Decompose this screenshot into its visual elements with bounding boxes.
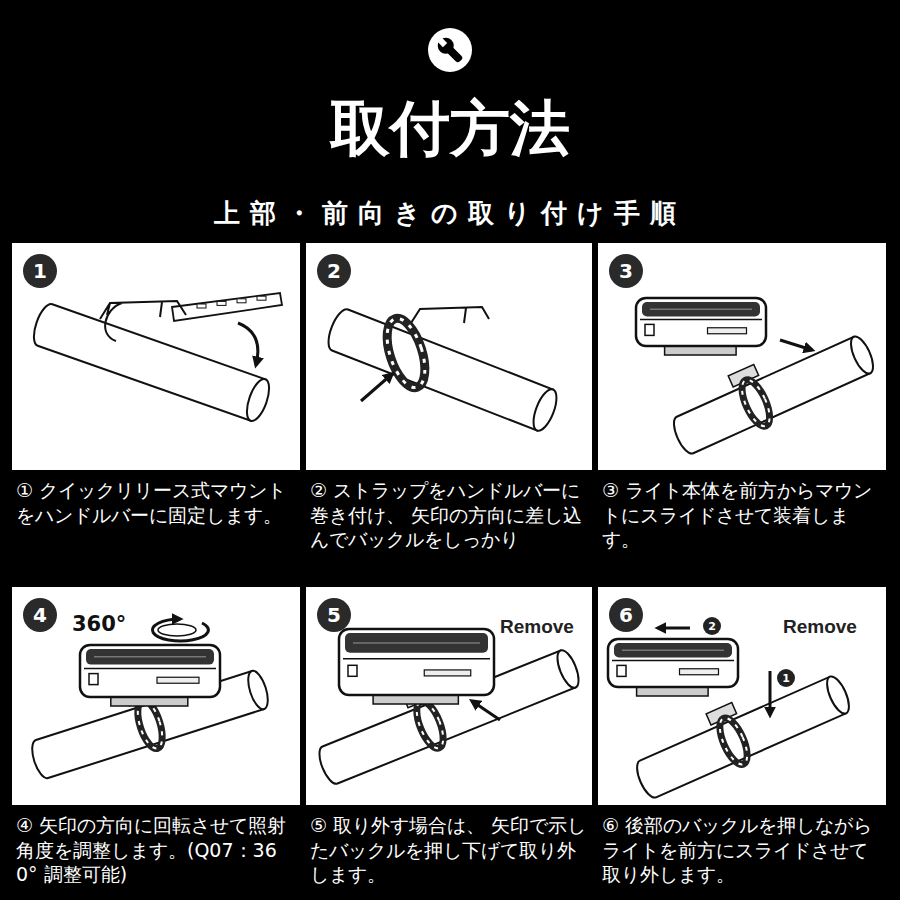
step-caption: ③ ライト本体を前方からマウントにスライドさせて装着します。 — [602, 478, 882, 552]
step-caption: ⑤ 取り外す場合は、 矢印で示したバックルを押し下げて取り外します。 — [310, 813, 588, 887]
rotation-arrow — [152, 619, 208, 641]
quick-mount — [411, 307, 489, 323]
direction-arrow — [780, 340, 812, 350]
direction-arrow — [658, 627, 690, 630]
step-number: 3 — [619, 261, 633, 281]
panel-ground — [12, 587, 300, 805]
step-badge — [609, 254, 643, 288]
mount-ring — [728, 364, 779, 431]
panel-art — [23, 598, 273, 785]
step-caption: ② ストラップをハンドルバーに巻き付け、 矢印の方向に差し込んでバックルをしっか… — [310, 478, 588, 552]
callout-marker — [777, 669, 795, 687]
direction-arrow — [238, 323, 258, 365]
direction-arrow — [361, 374, 392, 401]
callout-number: 2 — [708, 621, 716, 632]
step-badge — [23, 598, 57, 632]
bike-light — [608, 639, 738, 696]
step-caption: ⑥ 後部のバックルを押しながらライトを前方にスライドさせて取り外します。 — [602, 813, 882, 887]
remove-label: Remove — [783, 617, 857, 636]
panel-art — [23, 254, 282, 424]
step-number: 6 — [619, 605, 633, 625]
panel-ground — [598, 243, 886, 470]
wrench-icon — [428, 28, 472, 72]
step-caption: ④ 矢印の方向に回転させて照射角度を調整します。(Q07：360° 調整可能) — [16, 813, 296, 887]
step-badge — [317, 254, 351, 288]
strap — [172, 293, 282, 321]
panel-ground — [306, 587, 592, 805]
bike-light — [636, 298, 766, 355]
handlebar — [324, 306, 561, 433]
subtitle: 上部・前向きの取り付け手順 — [214, 200, 686, 226]
step-number: 5 — [327, 605, 341, 625]
step-number: 4 — [33, 605, 47, 625]
step-panel: 4④ 矢印の方向に回転させて照射角度を調整します。(Q07：360° 調整可能) — [12, 587, 300, 805]
handlebar — [29, 301, 273, 423]
step-badge — [317, 598, 351, 632]
page-title: 取付方法 — [330, 98, 570, 158]
panel-art — [309, 598, 585, 791]
step-badge — [609, 598, 643, 632]
bike-light — [339, 629, 494, 704]
panel-art — [609, 254, 880, 461]
step-caption: ① クイックリリース式マウントをハンドルバーに固定します。 — [16, 478, 296, 527]
callout-number: 1 — [782, 673, 790, 684]
panel-ground — [598, 587, 886, 805]
bike-light — [80, 645, 220, 706]
angle-label: 360° — [72, 614, 126, 635]
strap — [380, 314, 433, 392]
panel-art — [317, 254, 561, 434]
step-number: 1 — [33, 261, 47, 281]
mount-ring — [706, 703, 756, 770]
step-panel: 3③ ライト本体を前方からマウントにスライドさせて装着します。 — [598, 243, 886, 470]
panel-ground — [12, 243, 300, 470]
quick-mount — [100, 301, 186, 341]
step-badge — [23, 254, 57, 288]
direction-arrow — [472, 701, 500, 720]
callout-marker — [703, 617, 721, 635]
remove-label: Remove — [500, 617, 574, 636]
direction-arrow — [769, 671, 772, 715]
panel-ground — [306, 243, 592, 470]
step-panel: 1① クイックリリース式マウントをハンドルバーに固定します。 — [12, 243, 300, 470]
step-number: 2 — [327, 261, 341, 281]
step-panel: 2② ストラップをハンドルバーに巻き付け、 矢印の方向に差し込んでバックルをしっ… — [306, 243, 592, 470]
